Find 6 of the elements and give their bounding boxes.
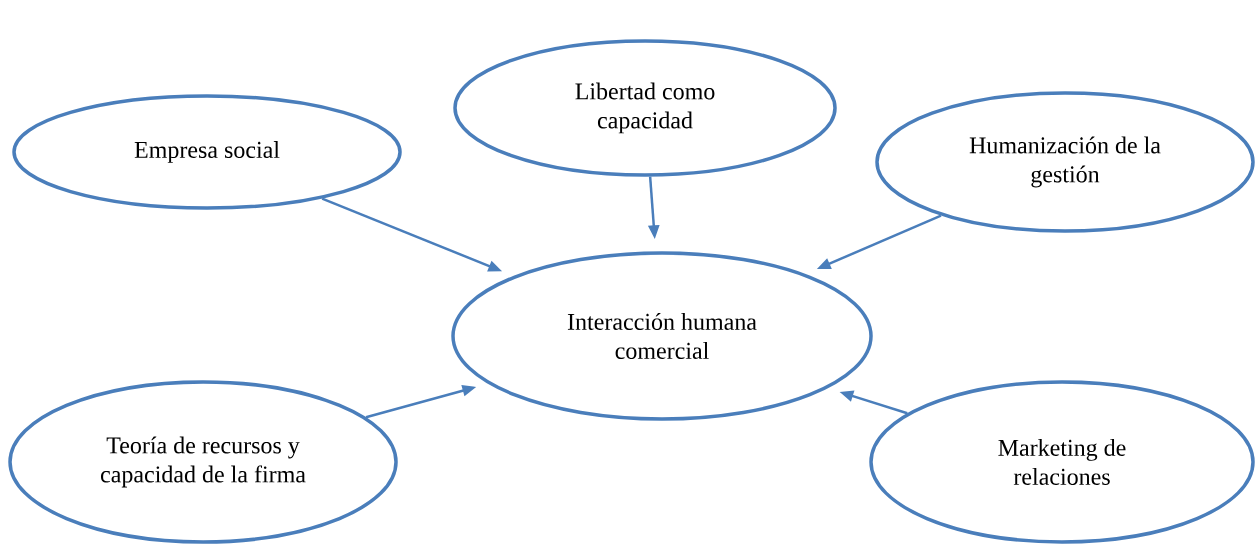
ellipse-node: Marketing de relaciones bbox=[869, 380, 1255, 544]
ellipse-node: Empresa social bbox=[12, 94, 402, 210]
ellipse-node: Humanización de la gestión bbox=[875, 91, 1255, 233]
ellipse-node: Teoría de recursos y capacidad de la firma bbox=[8, 380, 398, 544]
ellipse-node: Libertad como capacidad bbox=[453, 39, 837, 177]
ellipse-node: Interacción humana comercial bbox=[451, 251, 873, 421]
